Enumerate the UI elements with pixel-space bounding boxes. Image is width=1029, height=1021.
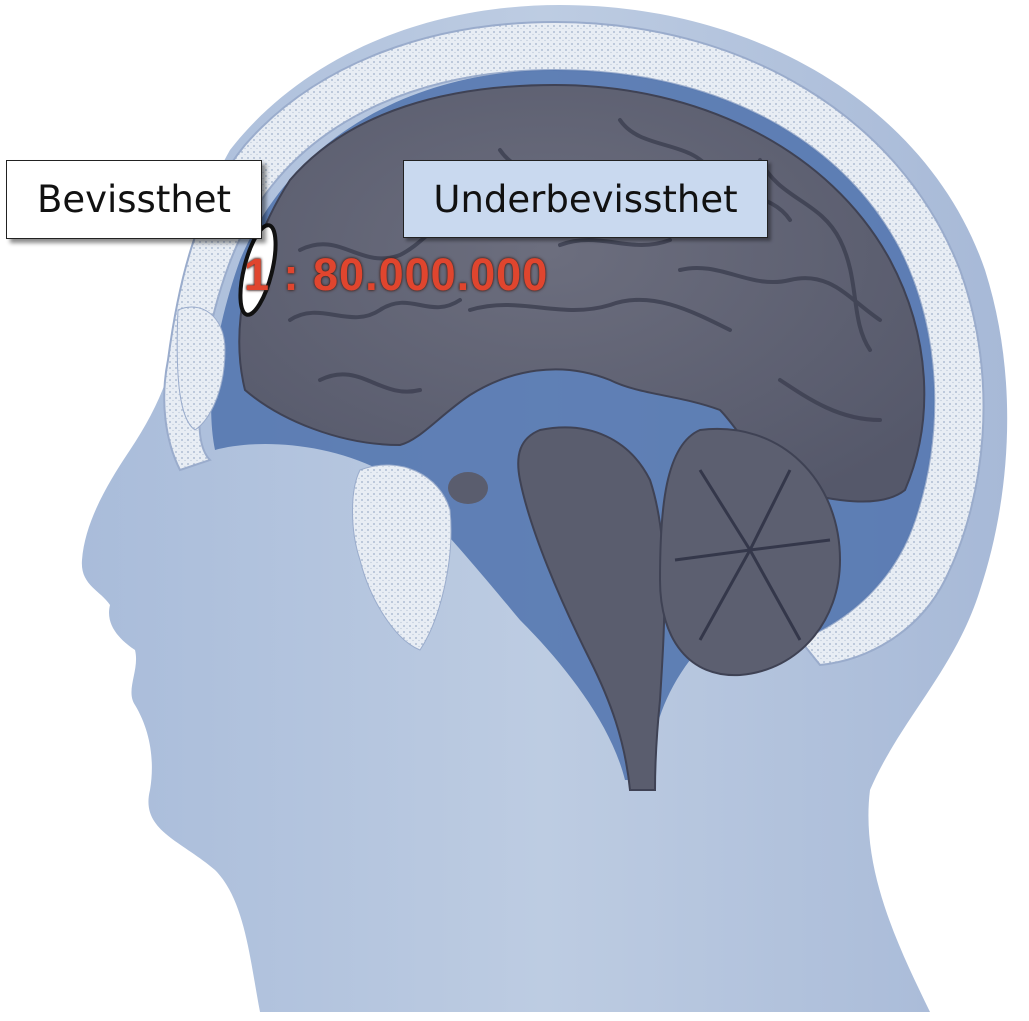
label-subconscious-text: Underbevissthet bbox=[433, 181, 737, 218]
label-conscious: Bevissthet bbox=[6, 160, 262, 239]
label-subconscious: Underbevissthet bbox=[403, 160, 768, 238]
pituitary bbox=[448, 472, 488, 504]
label-conscious-text: Bevissthet bbox=[37, 181, 231, 218]
ratio-label: 1 : 80.000.000 bbox=[244, 252, 548, 297]
